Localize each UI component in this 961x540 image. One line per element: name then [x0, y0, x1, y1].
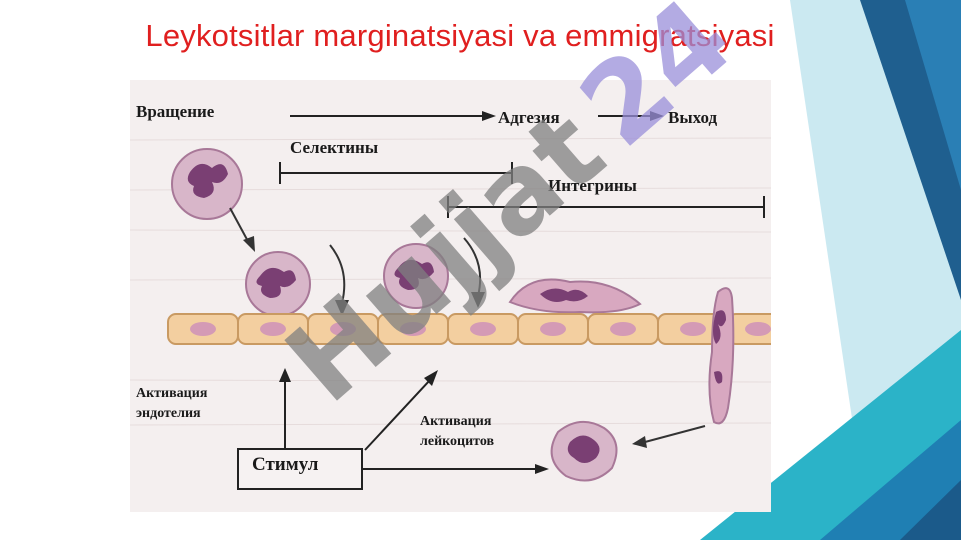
adhesion-arrowhead	[650, 111, 664, 121]
stimulus-box	[237, 448, 363, 490]
adhered-leukocyte	[508, 278, 642, 314]
label-integrins: Интегрины	[548, 176, 637, 195]
label-stimulus: Стимул	[252, 454, 319, 475]
transmigrating-leukocyte	[708, 287, 735, 425]
label-leukocyte-activation-1: Активация	[420, 414, 492, 429]
leukocyte-migration-figure: Вращение Адгезия Выход Селектины Интегри…	[130, 80, 771, 512]
slide-title: Leykotsitlar marginatsiyasi va emmigrats…	[145, 18, 775, 53]
rotation-curve-arrow-2	[463, 237, 482, 297]
stimulus-to-leukocyte-arrow	[364, 379, 431, 451]
label-rotation: Вращение	[136, 102, 215, 121]
figure-drawing	[130, 111, 771, 482]
scan-texture	[130, 137, 771, 426]
label-selectins: Селектины	[290, 138, 379, 157]
rolling-leukocyte-2	[383, 243, 449, 309]
deco-shape-blue	[820, 420, 961, 540]
arrow-to-emigrated	[644, 425, 706, 443]
label-adhesion: Адгезия	[498, 108, 560, 127]
label-exit: Выход	[668, 108, 718, 127]
label-endothelium-activation-1: Активация	[136, 386, 208, 401]
label-leukocyte-activation-2: лейкоцитов	[420, 434, 495, 449]
rolling-leukocyte-1	[245, 251, 311, 317]
emigrated-leukocyte	[550, 421, 618, 482]
endothelium-layer	[167, 313, 771, 345]
deco-shape-mid	[905, 0, 961, 190]
rotation-arrowhead	[482, 111, 496, 121]
free-leukocyte	[171, 148, 243, 220]
rotation-curve-arrow-1	[329, 244, 346, 304]
label-endothelium-activation-2: эндотелия	[136, 406, 201, 421]
deco-shape-navy	[900, 480, 961, 540]
